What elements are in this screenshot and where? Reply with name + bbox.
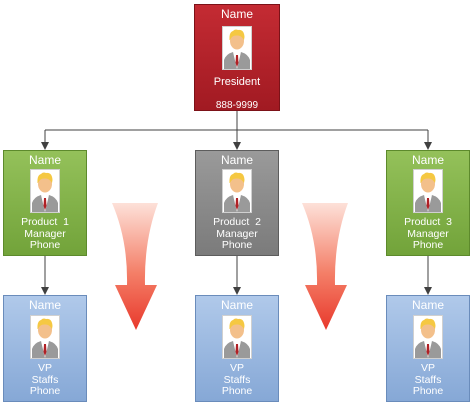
vp-node-1[interactable]: Name VP Staffs Phone (3, 295, 87, 402)
vp-name: Name (28, 298, 61, 312)
manager-name: Name (28, 153, 61, 167)
vp-node-3[interactable]: Name VP Staffs Phone (386, 295, 470, 402)
vp-phone: Phone (412, 385, 444, 397)
president-name: Name (220, 7, 253, 21)
manager-number: 3 (446, 216, 452, 228)
vp-role: VP (420, 362, 435, 374)
manager-phone: Phone (221, 239, 253, 251)
manager-phone: Phone (412, 239, 444, 251)
president-phone: 888-9999 (215, 100, 259, 111)
president-title: President (213, 76, 261, 88)
manager-name: Name (220, 153, 253, 167)
vp-staffs: Staffs (31, 373, 59, 386)
vp-node-2[interactable]: Name VP Staffs Phone (195, 295, 279, 402)
person-photo-icon (413, 169, 443, 213)
manager-title: Manager (216, 227, 258, 240)
vp-role: VP (37, 362, 52, 374)
vp-staffs: Staffs (414, 373, 442, 386)
manager-number: 1 (63, 216, 69, 228)
vp-name: Name (411, 298, 444, 312)
vp-phone: Phone (29, 385, 61, 397)
vp-role: VP (229, 362, 244, 374)
person-photo-icon (413, 315, 443, 359)
person-photo-icon (30, 315, 60, 359)
manager-role: Product (213, 216, 250, 228)
vp-phone: Phone (221, 385, 253, 397)
manager-phone: Phone (29, 239, 61, 251)
manager-node-3[interactable]: Name Product 3 Manager Phone (386, 150, 470, 256)
manager-role: Product (21, 216, 58, 228)
person-photo-icon (30, 169, 60, 213)
manager-node-2[interactable]: Name Product 2 Manager Phone (195, 150, 279, 256)
vp-name: Name (220, 298, 253, 312)
person-photo-icon (222, 26, 252, 70)
president-node[interactable]: Name President 888-9999 (194, 4, 280, 111)
manager-title: Manager (24, 227, 66, 240)
manager-node-1[interactable]: Name Product 1 Manager Phone (3, 150, 87, 256)
down-flow-arrow-left (112, 203, 158, 330)
manager-role: Product (404, 216, 441, 228)
manager-number: 2 (255, 216, 261, 228)
manager-name: Name (411, 153, 444, 167)
vp-staffs: Staffs (223, 373, 251, 386)
manager-title: Manager (407, 227, 449, 240)
person-photo-icon (222, 315, 252, 359)
down-flow-arrow-right (302, 203, 348, 330)
person-photo-icon (222, 169, 252, 213)
